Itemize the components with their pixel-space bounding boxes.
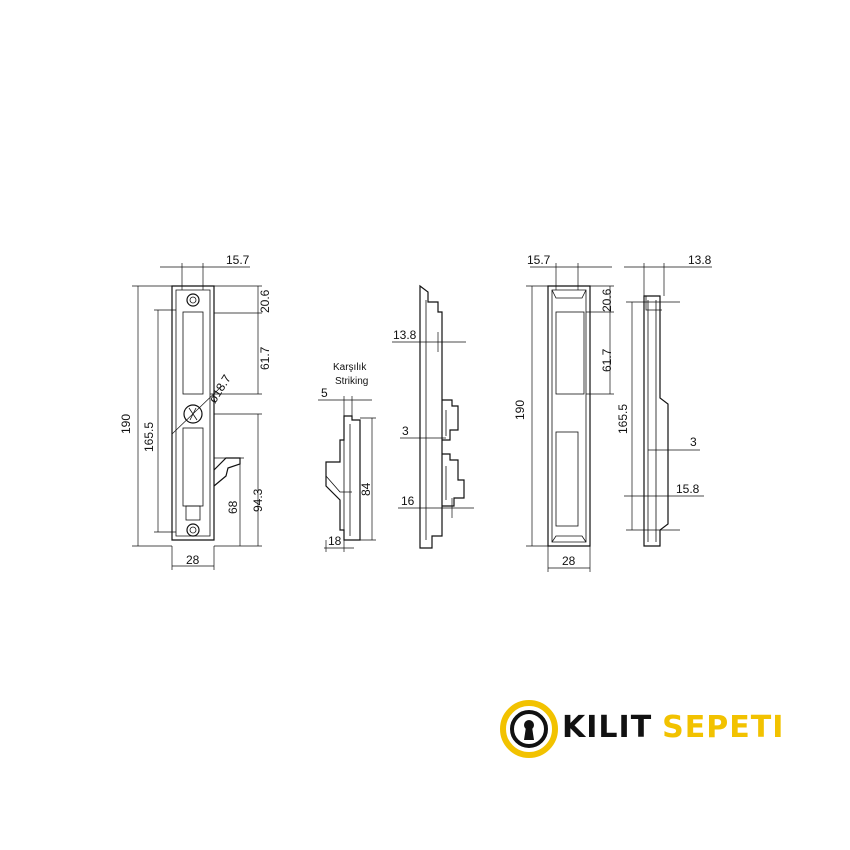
dim-3-handle-label: 3	[690, 435, 697, 449]
dim-28-handle-label: 28	[562, 554, 576, 568]
striking-label-1: Karşılık	[333, 362, 367, 373]
handle-dimensions: 15.7 190 20.6 61.7 28	[513, 253, 614, 572]
dim-61-7-label: 61.7	[258, 346, 272, 370]
dim-15-8-handle-label: 15.8	[676, 482, 700, 496]
dim-190-label: 190	[119, 414, 133, 434]
front-view-handle	[547, 285, 591, 547]
dim-94-3-label: 94.3	[251, 488, 265, 512]
front-view-dimensions: 15.7 190 165.5 20.6 61.7 ø18.7 68 94.3 2…	[119, 253, 272, 570]
brand-word-2: SEPETI	[662, 710, 785, 745]
handle-side-dimensions: 13.8 165.5 3 15.8	[616, 253, 712, 531]
dim-15-7-label: 15.7	[226, 253, 250, 267]
brand-name: KILIT SEPETI	[562, 710, 784, 745]
dim-13-8-side-label: 13.8	[393, 328, 417, 342]
dim-84-label: 84	[359, 482, 373, 496]
dim-20-6-handle-label: 20.6	[600, 288, 614, 312]
dim-20-6-label: 20.6	[258, 289, 272, 313]
dim-18-label: 18	[328, 534, 342, 548]
dim-68-label: 68	[226, 500, 240, 514]
dim-13-8-handle-label: 13.8	[688, 253, 712, 267]
dim-5-label: 5	[321, 386, 328, 400]
dim-3-side-label: 3	[402, 424, 409, 438]
brand-word-1: KILIT	[562, 710, 653, 745]
striking-label-2: Striking	[335, 376, 368, 387]
side-profile	[419, 284, 465, 549]
dim-28-label: 28	[186, 553, 200, 567]
dim-165-5-handle-label: 165.5	[616, 404, 630, 434]
striking-dimensions: Karşılık Striking 5 84 18	[318, 362, 376, 552]
side-view-handle	[643, 295, 669, 547]
brand-logo: KILIT SEPETI	[498, 698, 783, 760]
keyhole-icon	[500, 700, 558, 758]
dim-190-handle-label: 190	[513, 400, 527, 420]
striking-plate	[325, 415, 361, 541]
dim-16-side-label: 16	[401, 494, 415, 508]
dim-61-7-handle-label: 61.7	[600, 348, 614, 372]
dim-165-5-label: 165.5	[142, 422, 156, 452]
side-dimensions: 13.8 3 16	[392, 328, 474, 518]
dim-15-7-handle-label: 15.7	[527, 253, 551, 267]
